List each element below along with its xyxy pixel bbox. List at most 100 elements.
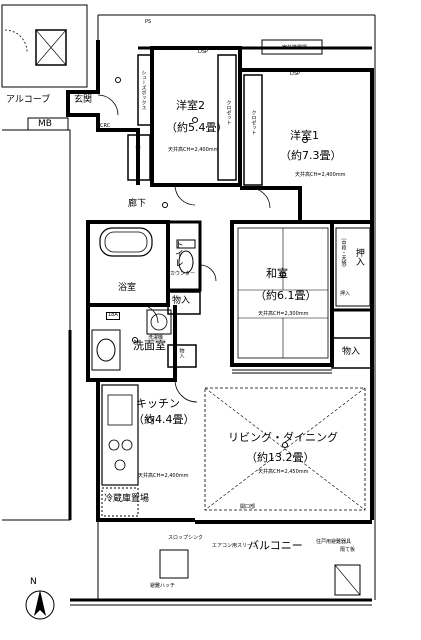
- door-wash: [139, 304, 159, 324]
- north-arrow: [25, 590, 55, 620]
- door-west2: [174, 184, 196, 206]
- building-core: [1, 4, 88, 88]
- label-wash-machine: 洗濯機: [148, 335, 164, 341]
- toilet-tank: [176, 239, 196, 249]
- kitchen-sink: [107, 394, 133, 426]
- ac-unit-top: [261, 39, 323, 55]
- label-washroom: 洗面室: [133, 339, 166, 352]
- label-closet-w2: クロゼット: [225, 100, 232, 125]
- lamp-kitchen: [147, 417, 153, 423]
- label-alcove: アルコーブ: [6, 95, 51, 105]
- label-slop-sink: スロップシンク: [168, 535, 204, 541]
- label-outdoor-unit: 室外機置場: [282, 45, 308, 51]
- stove-burner-2: [121, 439, 133, 451]
- door-entrance: [97, 94, 119, 116]
- label-japanese-ceiling: 天井高CH=2,300mm: [258, 311, 309, 317]
- label-cabinet: CRC: [100, 123, 111, 129]
- label-japanese: 和室: [266, 267, 288, 280]
- label-western1-size: （約7.3畳）: [280, 149, 342, 162]
- kitchen-counter: [101, 384, 139, 486]
- label-hallway: 廊下: [128, 199, 147, 209]
- door-ldk: [174, 379, 198, 403]
- unit-wall-west1: [240, 68, 374, 224]
- monoire-box-2: [167, 291, 201, 315]
- monoire-box-3: [167, 344, 197, 368]
- label-dsp-2: DSP: [290, 71, 301, 77]
- label-oshiire-lower: 押入: [340, 291, 351, 297]
- label-kitchen-ceiling: 天井高CH=2,400mm: [138, 473, 189, 479]
- label-monoire-3: 物入: [178, 348, 185, 358]
- label-dwelling-note: 住戸用避難器具: [316, 539, 352, 545]
- closet-w1: [243, 74, 263, 186]
- fridge-space: [101, 487, 139, 517]
- wash-counter: [91, 329, 121, 371]
- label-ldk-size: （約13.2畳）: [246, 451, 315, 464]
- door-toilet: [199, 264, 217, 282]
- washing-machine: [146, 309, 172, 335]
- label-japanese-size: （約6.1畳）: [255, 289, 317, 302]
- lamp-entrance: [115, 77, 121, 83]
- unit-wall-wash: [86, 305, 177, 382]
- label-kitchen-size: （約4.4畳）: [133, 413, 195, 426]
- label-tenbukuro: （中段・天袋）: [340, 235, 347, 270]
- oshiire-box: [335, 227, 371, 307]
- closet-w2: [217, 54, 237, 181]
- mb-box: [27, 117, 69, 131]
- lamp-ldk: [282, 442, 288, 448]
- lamp-w2: [192, 117, 198, 123]
- unit-wall-kitchen: [96, 380, 195, 522]
- label-entrance: 玄関: [74, 95, 93, 105]
- label-western2-size: （約5.4畳）: [166, 121, 228, 134]
- hatch-diag: [334, 564, 361, 596]
- label-closet-w1: クロゼット: [250, 110, 257, 135]
- label-ldk-ceiling: 天井高CH=2,450mm: [258, 469, 309, 475]
- label-oshiire: 押入: [353, 248, 364, 266]
- label-monoire-2: 物入: [172, 296, 191, 306]
- bathtub-inner: [104, 231, 148, 253]
- unit-wall-entrance: [66, 40, 140, 185]
- door-alcove: [4, 29, 28, 53]
- washing-drum: [150, 313, 168, 331]
- toilet-bowl: [178, 250, 194, 274]
- lamp-hall: [162, 202, 168, 208]
- label-north: N: [30, 577, 37, 587]
- shoebox: [137, 54, 153, 126]
- label-opening: 開口部: [240, 504, 256, 510]
- closet-hall: [127, 134, 151, 181]
- label-mb: MB: [38, 119, 52, 129]
- lamp-japanese: [280, 272, 286, 278]
- lamp-w1: [302, 137, 308, 143]
- emergency-hatch: [334, 564, 361, 596]
- shaft-diagonal-b: [35, 29, 67, 66]
- label-shoebox: シューズボックス: [140, 70, 147, 110]
- lamp-wash: [132, 337, 138, 343]
- common-corridor-line: [2, 129, 71, 521]
- label-western2: 洋室2: [176, 99, 205, 112]
- label-counter: カウンター: [170, 271, 196, 277]
- label-ps: PS: [145, 19, 152, 25]
- ldk-diag-b: [204, 387, 366, 511]
- ldk-ceiling: [204, 387, 366, 511]
- label-dsp: DSP: [198, 49, 209, 55]
- label-western2-ceiling: 天井高CH=2,400mm: [168, 147, 219, 153]
- bathtub: [99, 227, 153, 257]
- unit-wall-oshiire: [332, 220, 374, 312]
- label-monoire-1: 物入: [342, 347, 361, 357]
- stove-burner-3: [114, 459, 126, 471]
- elevator-shaft: [35, 29, 67, 66]
- label-ldk: リビング・ダイニング: [228, 431, 338, 444]
- wash-basin: [96, 338, 116, 362]
- label-western1-ceiling: 天井高CH=2,400mm: [295, 172, 346, 178]
- outdoor-unit: [159, 549, 189, 579]
- stove-burner-1: [108, 439, 120, 451]
- door-west1: [249, 187, 271, 209]
- label-partition: 隔て板: [340, 547, 356, 553]
- label-fridge: 冷蔵庫置場: [104, 494, 150, 504]
- label-bath: 浴室: [118, 283, 137, 293]
- label-closet-hall: 物入: [134, 145, 141, 155]
- monoire-box-1: [331, 337, 373, 369]
- label-toilet: トイレ: [172, 240, 183, 267]
- label-balcony: バルコニー: [248, 539, 303, 552]
- label-western1: 洋室1: [290, 129, 319, 142]
